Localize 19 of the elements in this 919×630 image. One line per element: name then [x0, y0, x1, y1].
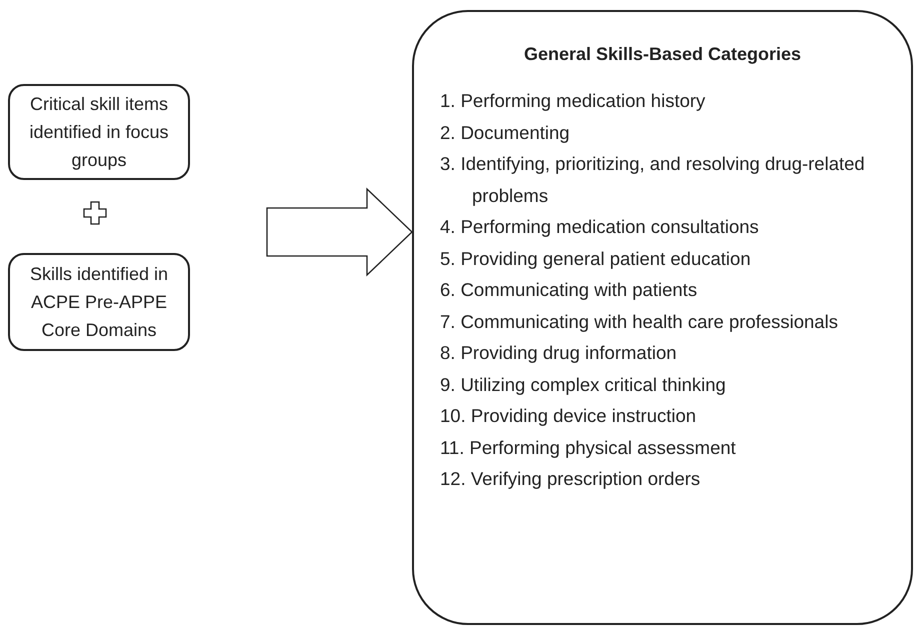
list-item: 9. Utilizing complex critical thinking — [440, 372, 727, 397]
list-item: 1. Performing medication history — [440, 89, 706, 113]
box-text: Skills identified in ACPE Pre-APPE Core Domains — [28, 263, 170, 342]
list-item: 11. Performing physical assessment — [440, 436, 737, 460]
category-box — [412, 10, 913, 625]
box-heading: General Skills-Based Categories — [522, 44, 802, 65]
process-box — [8, 253, 190, 351]
list-item: 6. Communicating with patients — [440, 278, 698, 302]
list-item: 2. Documenting — [440, 120, 571, 145]
list-item: 7. Communicating with health care professionals — [440, 310, 839, 334]
list-item: 3. Identifying, prioritizing, and resolving drug-related problems — [440, 152, 866, 208]
list-item: 5. Providing general patient education — [440, 246, 752, 271]
list-item: 10. Providing device instruction — [440, 404, 698, 428]
block-arrow — [266, 187, 413, 277]
process-box — [8, 84, 190, 180]
list-item: 8. Providing drug information — [440, 341, 678, 365]
list-item: 12. Verifying prescription orders — [440, 467, 702, 491]
box-text: Critical skill items identified in focus groups — [28, 93, 170, 172]
list-item: 4. Performing medication consultations — [440, 215, 760, 239]
